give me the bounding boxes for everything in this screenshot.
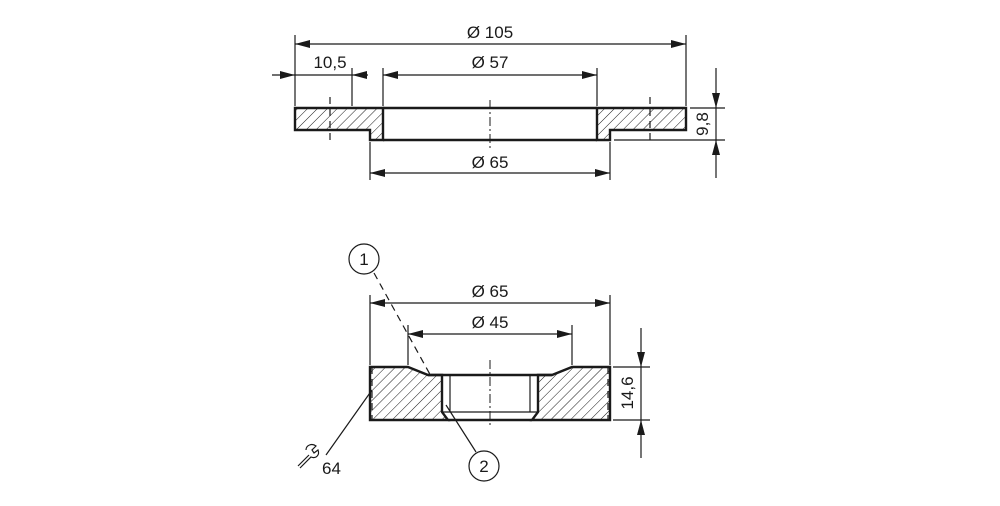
callout-2-label: 2 (479, 457, 488, 476)
dim-diameter-105: Ø 105 (467, 23, 513, 42)
dim-diameter-45: Ø 45 (472, 313, 509, 332)
callout-2-leader (445, 404, 477, 453)
torque-leader (325, 389, 373, 456)
callout-1-leader (373, 272, 433, 379)
top-section-right (595, 106, 688, 142)
callout-1-label: 1 (359, 250, 368, 269)
dim-diameter-65-bottom: Ø 65 (472, 282, 509, 301)
dim-height-9-8: 9,8 (693, 112, 712, 136)
dim-width-10-5: 10,5 (313, 53, 346, 72)
dim-diameter-65-top: Ø 65 (472, 153, 509, 172)
bottom-adapter-view: Ø 65 Ø 45 14,6 1 2 64 (297, 243, 650, 482)
top-section-left (293, 106, 385, 142)
dim-diameter-57: Ø 57 (472, 53, 509, 72)
torque-value: 64 (322, 459, 341, 478)
bottom-section-left (368, 365, 451, 422)
callout-2-circle (468, 450, 500, 482)
bottom-section-right (529, 365, 612, 422)
top-flange-view: Ø 105 10,5 Ø 57 Ø 65 9,8 (272, 23, 725, 180)
callout-1-circle (348, 243, 380, 275)
wrench-icon (297, 444, 320, 469)
dim-height-14-6: 14,6 (618, 376, 637, 409)
